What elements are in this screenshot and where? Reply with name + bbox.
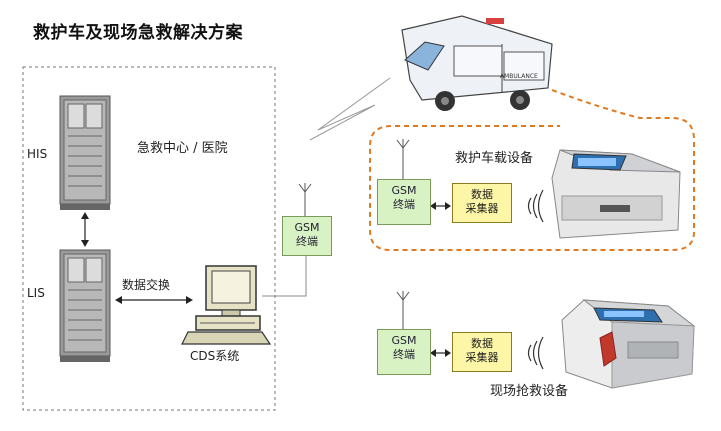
wireless-link: [309, 77, 391, 141]
field-data-collector: 数据 采集器: [452, 332, 512, 372]
center-antenna-icon: [298, 183, 312, 216]
field-gsm-terminal: GSM 终端: [377, 329, 431, 375]
field-gsm-line2: 终端: [393, 348, 415, 361]
field-section-label: 现场抢救设备: [490, 384, 569, 399]
center-gsm-line2: 终端: [296, 235, 318, 248]
cds-label: CDS系统: [190, 349, 240, 363]
ambulance-data-collector: 数据 采集器: [452, 183, 512, 223]
hospital-container: [22, 66, 276, 411]
ambulance-collector-line2: 采集器: [465, 202, 499, 215]
ambulance-gsm-line2: 终端: [393, 198, 415, 211]
lis-label: LIS: [27, 286, 45, 300]
lis-server-icon: [59, 249, 111, 362]
ambulance-equipment-region: [369, 89, 695, 251]
center-gsm-line1: GSM: [294, 221, 320, 234]
page-title: 救护车及现场急救解决方案: [33, 23, 243, 43]
field-antenna-icon: [396, 291, 410, 330]
ambulance-section-label: 救护车载设备: [455, 151, 534, 166]
ambulance-gsm-terminal: GSM 终端: [377, 179, 431, 225]
his-server-icon: [59, 95, 111, 210]
field-gsm-line1: GSM: [391, 334, 417, 347]
field-analyzer-icon: [561, 299, 696, 389]
field-collector-line2: 采集器: [465, 351, 499, 364]
ambulance-icon: [401, 15, 553, 111]
center-label: 急救中心 / 医院: [137, 141, 228, 156]
ambulance-text: AMBULANCE: [500, 73, 538, 80]
cds-computer-icon: [181, 265, 272, 345]
ambulance-antenna-icon: [396, 139, 410, 180]
ambulance-gsm-line1: GSM: [391, 184, 417, 197]
data-exchange-label: 数据交换: [122, 278, 171, 292]
ambulance-collector-line1: 数据: [471, 188, 493, 201]
field-collector-line1: 数据: [471, 337, 493, 350]
his-label: HIS: [27, 147, 48, 161]
ambulance-analyzer-icon: [551, 149, 681, 239]
ambulance-wave-icon: [527, 189, 544, 223]
center-gsm-terminal: GSM 终端: [282, 216, 332, 256]
field-wave-icon: [527, 336, 544, 370]
